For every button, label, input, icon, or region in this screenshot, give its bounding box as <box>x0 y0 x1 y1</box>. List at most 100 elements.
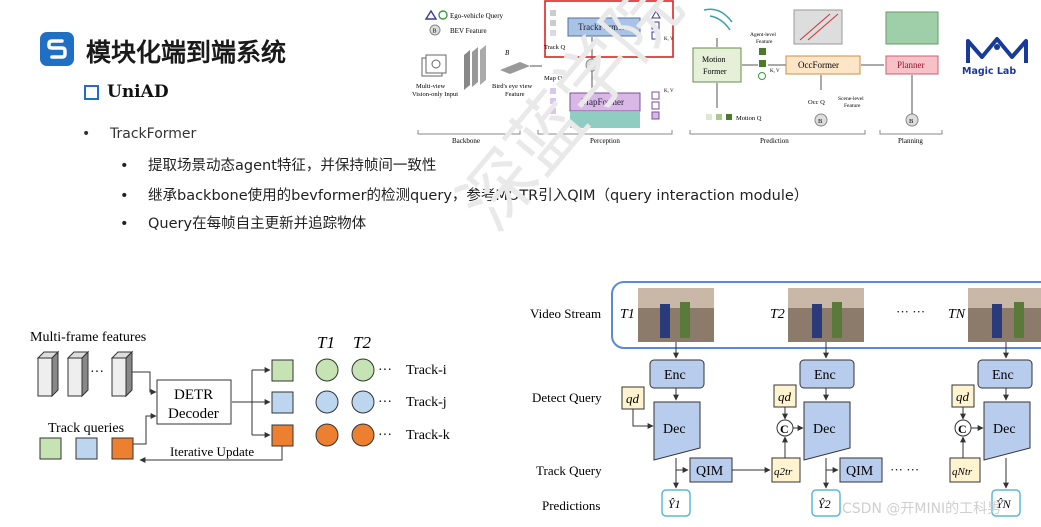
map-output-square-3 <box>651 111 660 120</box>
occ-q-label: Occ Q <box>808 99 825 106</box>
map-query-square-2 <box>550 98 556 104</box>
time-t1-label: T1 <box>317 333 335 352</box>
track-j-ellipsis: ··· <box>378 395 392 410</box>
queries-to-decoder-arrow <box>133 413 157 445</box>
slide-title: 模块化端到端系统 <box>86 38 287 67</box>
concat-label-2: C <box>780 422 789 436</box>
video-frame-t1 <box>638 288 714 342</box>
track-i-ellipsis: ··· <box>378 363 392 378</box>
qim-label-1: QIM <box>696 464 724 479</box>
agent-feature-label-2: Feature <box>756 39 773 45</box>
bullet-main-text: TrackFormer <box>110 126 197 142</box>
backbone-block-1 <box>464 50 470 90</box>
map-query-square-1 <box>550 88 556 94</box>
uniad-pipeline-diagram: Ego-vehicle Query B BEV Feature Multi-vi… <box>412 0 943 145</box>
motionformer-label-2: Former <box>703 67 727 76</box>
decoder-label-2: Decoder <box>168 406 219 422</box>
encoder-label-1: Enc <box>664 368 686 383</box>
track-output-square-2 <box>651 31 660 40</box>
track-query-green <box>39 437 62 460</box>
motion-query-square-1 <box>706 114 712 120</box>
ego-triangle-icon <box>424 9 438 20</box>
logo-icon <box>40 32 74 66</box>
prediction-label-n: ŶN <box>996 497 1012 511</box>
mapformer-label: MapFormer <box>581 97 624 107</box>
detr-tracking-diagram: Multi-frame features ··· DETR Decoder Tr… <box>30 330 450 463</box>
motion-trajectory-icon <box>703 8 733 31</box>
camera-lens-icon <box>431 59 441 69</box>
qim-block-2 <box>839 457 883 483</box>
bev-circle-letter-3: B <box>818 118 823 125</box>
qim-block-1 <box>689 457 733 483</box>
output-square-blue <box>271 391 294 414</box>
planning-scene-image <box>885 11 939 45</box>
section-backbone: Backbone <box>452 137 480 145</box>
ego-circle-icon <box>438 10 448 20</box>
predictions-label: Predictions <box>542 498 601 513</box>
planner-label: Planner <box>897 60 925 70</box>
bev-b-label: B <box>505 49 510 57</box>
map-output-square-1 <box>651 91 660 100</box>
map-query-square-3 <box>550 108 556 114</box>
qtr-box-n <box>949 457 981 483</box>
decoder-label-1: Dec <box>663 422 686 437</box>
bev-circle-icon <box>429 24 441 36</box>
backbone-block-2 <box>472 47 478 87</box>
prediction-label-2: Ŷ2 <box>818 497 831 511</box>
encoder-block-1 <box>649 359 705 389</box>
agent-feature-circle <box>758 72 766 80</box>
multi-frame-label: Multi-frame features <box>30 330 146 345</box>
sub-bullet-3: •Query在每帧自主更新并追踪物体 <box>120 216 367 232</box>
sub-bullet-2-text: 继承backbone使用的bevformer的检测query，参考MOTR引入Q… <box>148 188 809 204</box>
track-k-label: Track-k <box>406 428 450 443</box>
frame-ellipsis: ··· <box>90 365 104 380</box>
bev-plane-icon <box>500 62 530 74</box>
bev-circle-letter-4: B <box>909 118 914 125</box>
agent-kv-label: K, V <box>770 69 780 74</box>
prediction-bracket <box>689 130 866 135</box>
bev-circle-icon-3 <box>814 113 828 127</box>
camera-input-icon-2 <box>425 54 447 74</box>
frame-ellipsis: ··· ··· <box>896 304 925 319</box>
planner-block <box>885 55 939 75</box>
encoder-block-2 <box>799 359 855 389</box>
motion-query-square-3 <box>726 114 732 120</box>
occformer-block <box>785 55 861 75</box>
track-k-t2 <box>351 423 375 447</box>
map-q-label: Map Q <box>544 75 563 82</box>
decoder-label-2: Dec <box>813 422 836 437</box>
video-stream-label: Video Stream <box>530 306 601 321</box>
bullet-main: •TrackFormer <box>82 126 197 142</box>
backbone-bracket <box>417 130 521 135</box>
frame-feature-stack <box>36 350 134 398</box>
track-j-label: Track-j <box>406 395 447 410</box>
motion-q-label: Motion Q <box>736 115 762 122</box>
detr-decoder-block <box>156 379 232 425</box>
iterative-update-label: Iterative Update <box>170 444 254 459</box>
output-square-orange <box>271 424 294 447</box>
track-output-triangle <box>651 9 661 19</box>
agent-feature-label-1: Agent-level <box>750 32 776 38</box>
time-t2-label: T2 <box>353 333 371 352</box>
track-query-label: Track Query <box>536 463 602 478</box>
section-prediction: Prediction <box>760 137 789 145</box>
track-query-square-3 <box>550 30 556 36</box>
qim-label-2: QIM <box>846 464 874 479</box>
track-output-square-1 <box>651 21 660 30</box>
agent-feature-square-2 <box>759 60 766 67</box>
occupancy-lines <box>799 13 839 41</box>
qd-label-n: qd <box>956 389 970 404</box>
agent-feature-square-1 <box>759 48 766 55</box>
section-heading-text: UniAD <box>107 82 169 102</box>
frame-t2-label: T2 <box>770 307 785 322</box>
qtr-label-n: qNtr <box>952 466 973 478</box>
encoder-block-n <box>977 359 1033 389</box>
decoder-block-1 <box>653 401 701 461</box>
decoder-block-2 <box>803 401 851 461</box>
motion-query-square-2 <box>716 114 722 120</box>
bev-circle-letter-2: B <box>589 63 594 70</box>
track-q-label: Track Q <box>544 44 566 51</box>
bev-circle-letter: B <box>433 29 437 35</box>
input-label-2: Vision-only Input <box>412 91 458 98</box>
output-square-green <box>271 359 294 382</box>
